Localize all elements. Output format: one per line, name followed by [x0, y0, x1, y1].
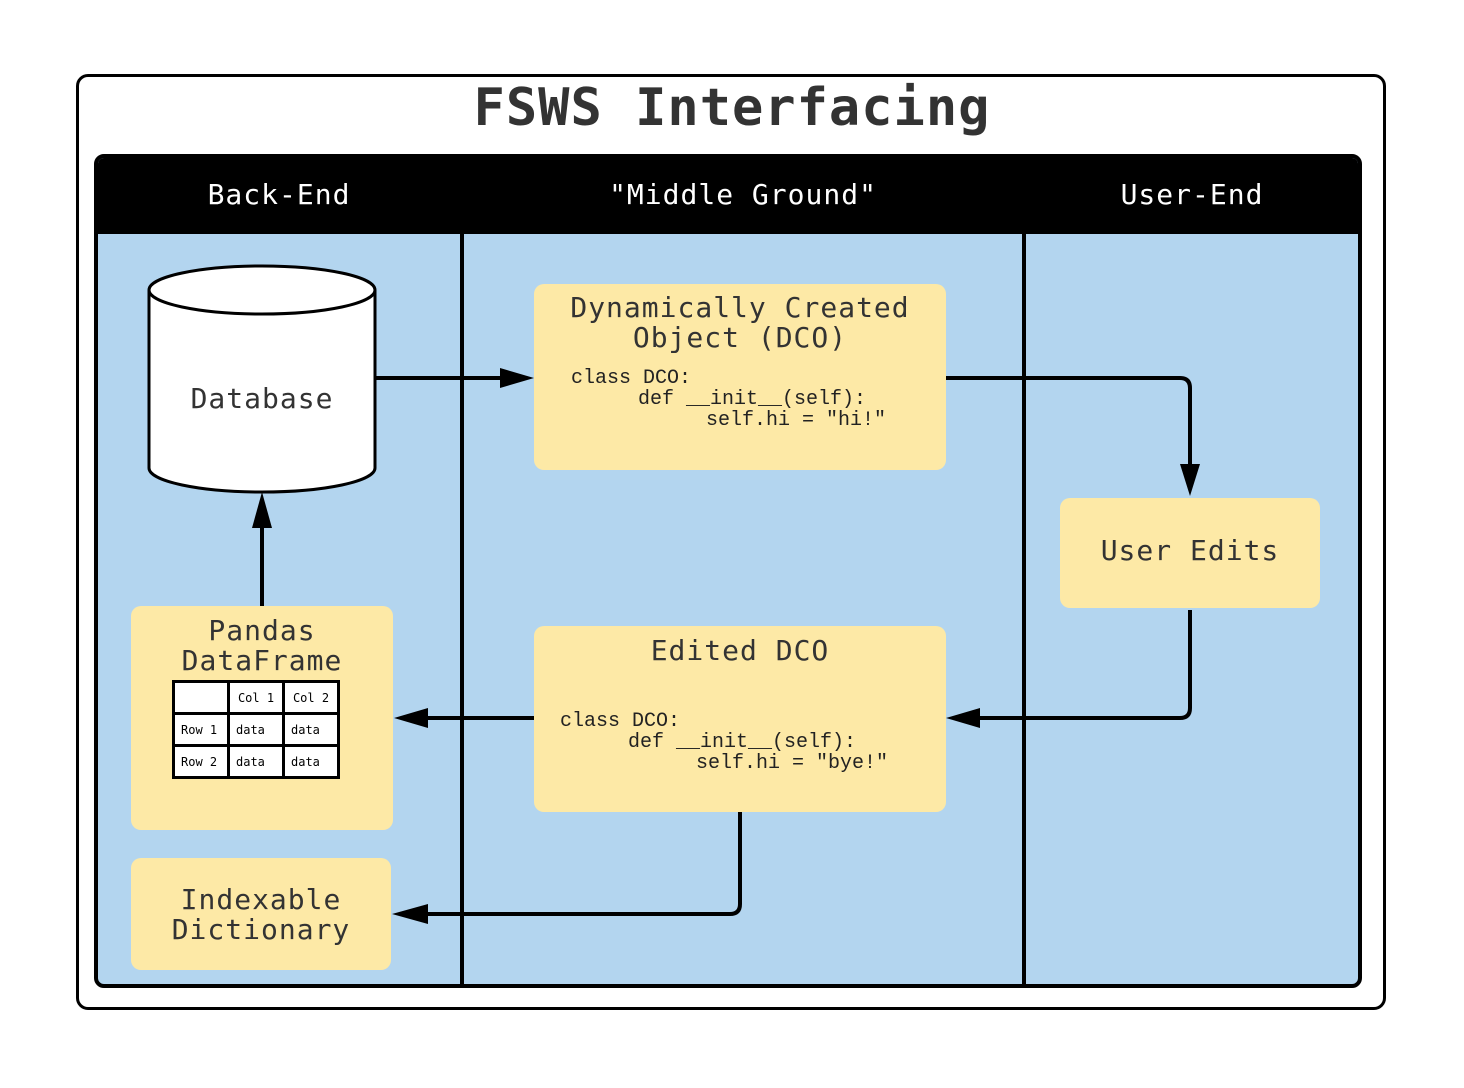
arrowhead	[1180, 464, 1200, 496]
dco-code-line2: def __init__(self):	[638, 388, 867, 411]
lane-title-back-end: Back-End	[207, 178, 351, 211]
dataframe-table: Col 1 Col 2 Row 1 data data Row 2 data d…	[172, 680, 340, 779]
dictionary-title-line1: Indexable	[180, 883, 342, 916]
dictionary-title-line2: Dictionary	[171, 913, 351, 946]
edited-dco-code-line2: def __init__(self):	[628, 731, 857, 754]
table-cell: data	[227, 744, 285, 779]
database-label: Database	[190, 382, 334, 415]
table-header-cell: Col 1	[227, 680, 285, 715]
table-cell: data	[227, 712, 285, 747]
dictionary-box: Indexable Dictionary	[131, 858, 391, 970]
dco-code-line3: self.hi = "hi!"	[706, 409, 887, 432]
arrowhead	[252, 492, 272, 528]
lane-header-bar	[98, 158, 1358, 234]
diagram-title: FSWS Interfacing	[473, 78, 991, 138]
edited-dco-code-line3: self.hi = "bye!"	[696, 752, 889, 775]
database-cylinder	[147, 264, 377, 494]
table-cell: data	[282, 744, 340, 779]
dco-code-line1: class DCO:	[571, 367, 692, 390]
arrowhead	[392, 904, 428, 924]
arrow-user-edits-to-edited-dco	[978, 610, 1192, 720]
table-cell: Row 1	[172, 712, 230, 747]
user-edits-box: User Edits	[1060, 498, 1320, 608]
lane-title-middle-ground: "Middle Ground"	[609, 178, 877, 211]
edited-dco-title: Edited DCO	[650, 634, 830, 667]
arrow-edited-dco-to-dictionary	[426, 812, 742, 916]
table-row: Row 1 data data	[172, 712, 340, 747]
table-header-row: Col 1 Col 2	[172, 680, 340, 715]
table-row: Row 2 data data	[172, 744, 340, 779]
table-header-cell: Col 2	[282, 680, 340, 715]
arrowhead	[946, 708, 980, 728]
dco-title-line2: Object (DCO)	[632, 321, 848, 354]
lane-title-user-end: User-End	[1120, 178, 1264, 211]
table-cell: data	[282, 712, 340, 747]
lane-divider	[1022, 234, 1026, 984]
arrowhead	[500, 368, 534, 388]
table-cell: Row 2	[172, 744, 230, 779]
dataframe-title-line2: DataFrame	[181, 644, 343, 677]
edited-dco-code-line1: class DCO:	[560, 710, 681, 733]
arrow-dco-to-user-edits	[946, 376, 1192, 466]
dco-title-line1: Dynamically Created	[570, 291, 910, 324]
edited-dco-box: Edited DCO class DCO: def __init__(self)…	[534, 626, 946, 812]
dataframe-title-line1: Pandas	[208, 614, 316, 647]
dco-box: Dynamically Created Object (DCO) class D…	[534, 284, 946, 470]
arrowhead	[394, 708, 428, 728]
user-edits-label: User Edits	[1100, 534, 1280, 567]
lane-divider	[460, 234, 464, 984]
table-header-cell	[172, 680, 230, 715]
